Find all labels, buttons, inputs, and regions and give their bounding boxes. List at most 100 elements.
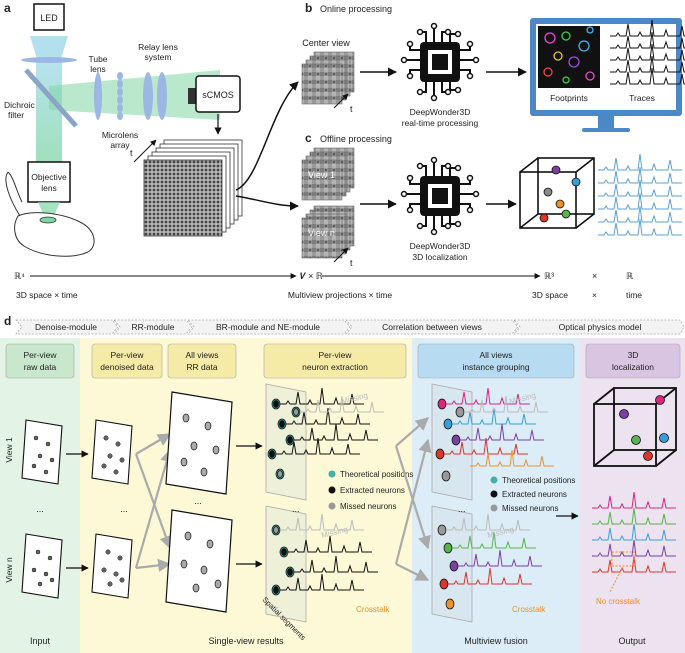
relay-lens-1 (143, 72, 153, 120)
output-region (580, 338, 685, 653)
cube-c-neurons (539, 165, 581, 223)
col-denoised-1: Per-view (110, 350, 144, 360)
col-loc-2: localization (612, 362, 654, 372)
footer-single-view: Single-view results (208, 636, 284, 646)
col-rr-1: All views (185, 350, 218, 360)
dots-extraction: ... (292, 504, 300, 514)
vertical-beam (36, 62, 62, 162)
tube-lens-label-1: Tube (88, 54, 107, 64)
fusion-connections (394, 417, 432, 581)
module-rr: RR-module (132, 322, 175, 332)
viewn-label-d: View n (4, 557, 14, 583)
denoised-plane-n (91, 533, 133, 599)
legend-missed-1: Missed neurons (340, 502, 396, 511)
chip-icon-c (400, 156, 480, 236)
input-plane-n (21, 533, 63, 599)
crosstalk-label-2: Crosstalk (512, 605, 546, 614)
collimation-lens (21, 57, 77, 63)
rr-plane-n (165, 509, 233, 613)
arrow-to-online (235, 81, 299, 191)
dim-time: time (626, 290, 642, 300)
raw-image-stack (143, 139, 243, 237)
dots-rr: ... (194, 496, 202, 506)
illumination-beam (30, 36, 68, 62)
time-arrow-c (333, 247, 349, 263)
legend-d1: Theoretical positions Extracted neurons … (328, 470, 413, 511)
dim-multiview: Multiview projections × time (288, 290, 392, 300)
chip-b-label-2: real-time processing (402, 118, 479, 128)
module-correlation: Correlation between views (382, 322, 482, 332)
relay-lens-2 (157, 72, 167, 120)
column-headers: Per-view raw data Per-view denoised data… (5, 343, 681, 379)
objective-lens (27, 161, 71, 203)
mouse-icon (5, 171, 95, 257)
legend-extracted-1: Extracted neurons (340, 486, 405, 495)
legend-d2: Theoretical positions Extracted neurons … (490, 476, 575, 513)
panel-b-letter: b (305, 1, 312, 15)
input-plane-1 (21, 419, 63, 485)
legend-extracted-2: Extracted neurons (502, 490, 567, 499)
dots-denoised: ... (120, 504, 128, 514)
center-view-stack (301, 51, 355, 105)
dimension-row: ℝ⁴ 𝑽 × ℝ ℝ³ × ℝ 3D space × time Multivie… (14, 271, 642, 300)
dots-grouping: ... (458, 504, 466, 514)
tube-lens (94, 72, 102, 120)
chip-c-label-1: DeepWonder3D (410, 241, 471, 251)
horizontal-beam (49, 70, 220, 120)
dim-space-time: 3D space × time (16, 290, 78, 300)
monitor-icon: Footprints Traces (530, 18, 685, 132)
footer-output: Output (618, 636, 646, 646)
arrow-to-offline (235, 195, 299, 211)
col-grouping-1: All views (479, 350, 512, 360)
time-label-c: t (350, 258, 353, 268)
panel-b: b Online processing Center view t DeepWo… (301, 1, 685, 132)
dim-r4: ℝ⁴ (14, 271, 25, 281)
camera-mount (188, 88, 196, 104)
objective-label-1: Objective (31, 172, 67, 182)
no-crosstalk-pointer (609, 567, 623, 593)
extraction-plane-1: Missing (265, 383, 385, 501)
cranial-window (39, 216, 57, 224)
denoised-plane-1 (91, 419, 133, 485)
col-denoised-2: denoised data (100, 362, 154, 372)
dots-input: ... (36, 504, 44, 514)
panel-d: d Denoise-module RR-module BR-module and… (0, 314, 685, 653)
dots-c: ... (318, 201, 325, 210)
input-region (0, 338, 80, 653)
dim-times-2: × (592, 290, 597, 300)
view1-label-d: View 1 (4, 437, 14, 463)
time-arrow-b (333, 93, 349, 109)
chip-icon-b (400, 22, 480, 102)
single-view-region (80, 338, 412, 653)
relay-label-1: Relay lens (138, 42, 178, 52)
footer-multiview: Multiview fusion (464, 636, 528, 646)
dichroic-label-1: Dichroic (4, 100, 35, 110)
microlens-label-1: Microlens (102, 130, 138, 140)
dim-space3d: 3D space (532, 290, 568, 300)
col-loc-1: 3D (628, 350, 639, 360)
col-grouping-2: instance grouping (462, 362, 529, 372)
objective-label-2: lens (41, 183, 57, 193)
panel-d-letter: d (4, 314, 11, 328)
no-crosstalk-label: No crosstalk (596, 597, 641, 606)
time-arrow-a (133, 139, 157, 163)
col-raw-1: Per-view (23, 350, 57, 360)
center-view-label: Center view (302, 38, 350, 48)
scmos-camera (195, 75, 241, 113)
module-bar: Denoise-module RR-module BR-module and N… (15, 319, 685, 335)
panel-c-letter: c (305, 131, 312, 145)
dichroic-mirror (24, 68, 78, 128)
module-optical: Optical physics model (559, 322, 642, 332)
tube-lens-label-2: lens (90, 64, 106, 74)
view1-stack (301, 147, 355, 201)
col-extraction-2: neuron extraction (302, 362, 368, 372)
scmos-label: sCMOS (202, 90, 234, 100)
crosstalk-label-1: Crosstalk (356, 605, 390, 614)
no-crosstalk-box (611, 551, 635, 567)
chip-b-label-1: DeepWonder3D (410, 107, 471, 117)
footer-input: Input (30, 636, 51, 646)
dichroic-label-2: filter (8, 110, 24, 120)
viewn-stack (301, 205, 355, 259)
panel-b-title: Online processing (320, 4, 392, 14)
dim-r: ℝ (626, 271, 633, 281)
